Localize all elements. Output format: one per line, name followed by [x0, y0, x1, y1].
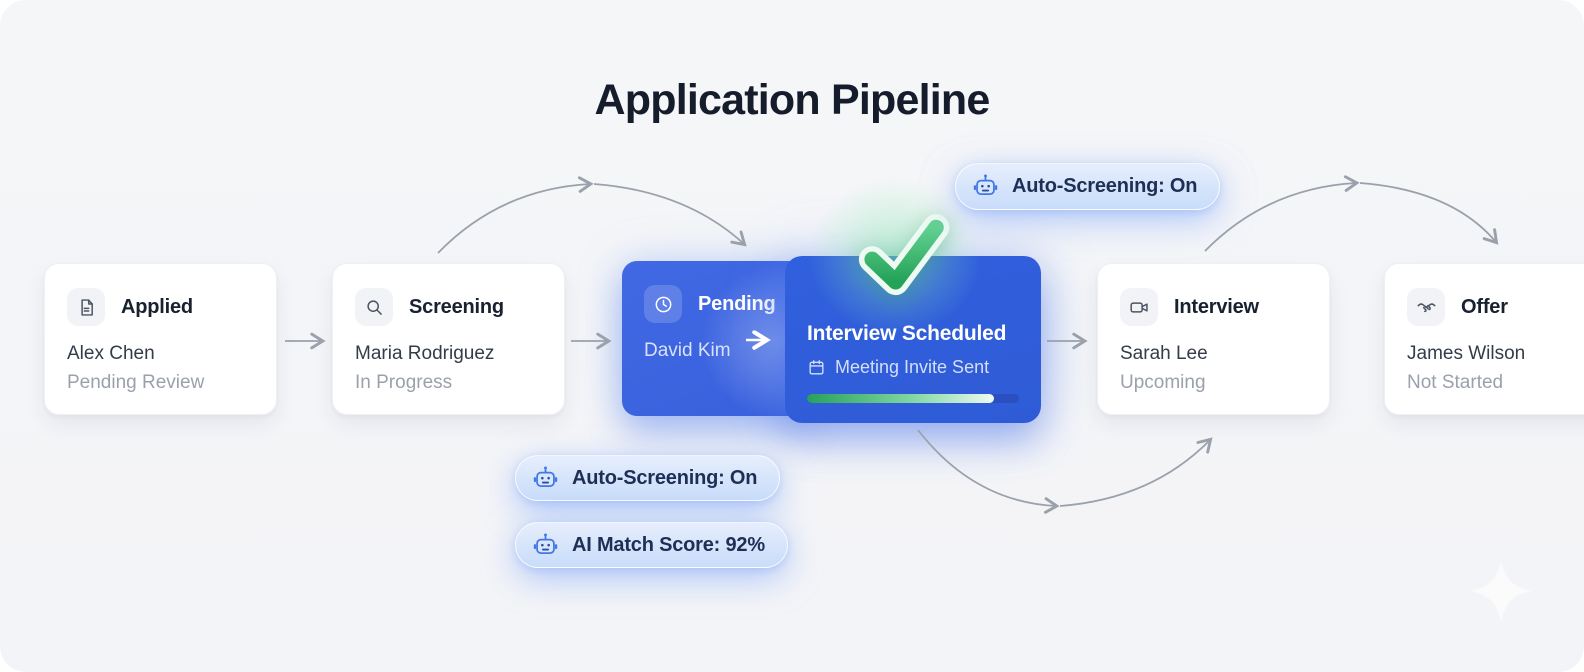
video-camera-icon	[1120, 288, 1158, 326]
stage-title: Screening	[409, 295, 504, 318]
check-icon	[858, 214, 950, 296]
stage-header: Pending	[644, 285, 790, 323]
badge-label: Auto-Screening: On	[1012, 175, 1198, 197]
stage-card-offer[interactable]: Offer James Wilson Not Started	[1384, 263, 1584, 415]
arc-screening-pending-1	[437, 176, 594, 254]
auto-screening-badge: Auto-Screening: On	[515, 455, 781, 501]
stage-title: Pending	[698, 292, 776, 315]
stage-title: Interview Scheduled	[807, 322, 1007, 345]
robot-icon	[533, 532, 558, 554]
ai-match-score-badge: AI Match Score: 92%	[515, 522, 788, 568]
arc-interview-offer-1	[1204, 175, 1360, 252]
stage-status: Not Started	[1407, 372, 1504, 393]
auto-screening-badge-top: Auto-Screening: On	[955, 163, 1221, 210]
candidate-name: Maria Rodriguez	[355, 343, 495, 364]
sparkle-icon	[1470, 560, 1532, 622]
stage-header: Applied	[67, 288, 254, 326]
arc-scheduled-interview-2	[1059, 437, 1213, 507]
arc-interview-offer-2	[1359, 182, 1499, 245]
stage-card-applied[interactable]: Applied Alex Chen Pending Review	[44, 263, 277, 415]
stage-card-interview[interactable]: Interview Sarah Lee Upcoming	[1097, 263, 1330, 415]
stage-card-interview-scheduled[interactable]: Interview Scheduled Meeting Invite Sent	[780, 151, 1041, 423]
stage-header: Interview	[1120, 288, 1307, 326]
badge-label: Auto-Screening: On	[572, 466, 758, 489]
progress-fill	[807, 394, 994, 403]
stage-status: Pending Review	[67, 372, 205, 393]
stage-status: Upcoming	[1120, 372, 1206, 393]
candidate-name: James Wilson	[1407, 343, 1526, 364]
document-icon	[67, 288, 105, 326]
page-title: Application Pipeline	[594, 76, 991, 124]
stage-header: Offer	[1407, 288, 1584, 326]
candidate-name: Alex Chen	[67, 343, 155, 364]
clock-icon	[644, 285, 682, 323]
progress-bar	[807, 394, 1019, 403]
stage-header: Screening	[355, 288, 542, 326]
stage-substatus: Meeting Invite Sent	[807, 357, 989, 378]
arc-scheduled-interview-1	[917, 429, 1060, 514]
robot-icon	[973, 174, 998, 196]
robot-icon	[533, 465, 558, 487]
candidate-name: David Kim	[644, 340, 731, 361]
stage-title: Interview	[1174, 295, 1259, 318]
stage-status: In Progress	[355, 372, 453, 393]
stage-card-screening[interactable]: Screening Maria Rodriguez In Progress	[332, 263, 565, 415]
badge-label: AI Match Score: 92%	[572, 533, 765, 556]
arc-screening-pending-2	[593, 183, 747, 247]
stage-title: Offer	[1461, 295, 1508, 318]
calendar-icon	[809, 360, 824, 375]
search-icon	[355, 288, 393, 326]
stage-title: Applied	[121, 295, 193, 318]
handshake-icon	[1407, 288, 1445, 326]
stage-card-pending[interactable]: Pending David Kim	[622, 261, 808, 416]
stage-status: Meeting Invite Sent	[835, 357, 990, 377]
candidate-name: Sarah Lee	[1120, 343, 1208, 364]
